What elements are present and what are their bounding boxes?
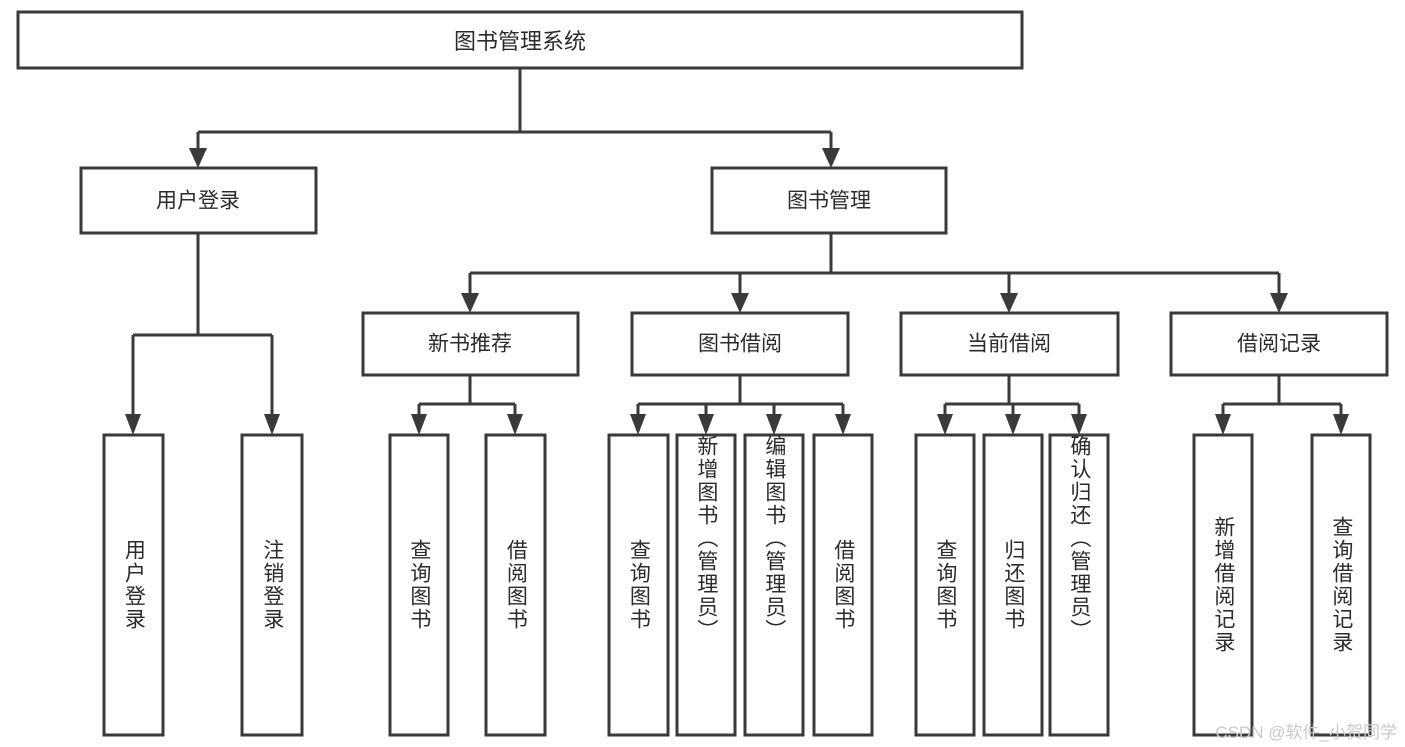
csdn-watermark: CSDN @软件_小贺同学 xyxy=(1215,723,1397,742)
node-leaf-user-login-1[interactable] xyxy=(240,433,304,737)
arrow-book-borrow-leaf4 xyxy=(835,414,851,435)
node-leaf-new-book-0[interactable] xyxy=(388,433,450,737)
node-leaf-current-borrow-1[interactable] xyxy=(982,433,1044,737)
edges-book-borrow-to-leaves xyxy=(630,375,851,435)
node-leaf-user-login-0[interactable] xyxy=(102,433,165,737)
edges-root-to-level2 xyxy=(189,68,840,168)
edges-user-login-to-leaves xyxy=(125,233,280,435)
arrow-root-to-user-login xyxy=(189,148,207,168)
label-book-manage: 图书管理 xyxy=(787,190,871,213)
arrow-user-login-leaf1 xyxy=(125,414,141,435)
arrow-borrow-record-leaf1 xyxy=(1215,414,1231,435)
arrow-current-borrow-leaf2 xyxy=(1005,414,1021,435)
node-leaf-current-borrow-0[interactable] xyxy=(914,433,976,737)
node-leaf-book-borrow-0[interactable] xyxy=(607,433,670,737)
arrow-to-book-borrow xyxy=(731,293,749,313)
node-leaf-new-book-1[interactable] xyxy=(484,433,547,737)
arrow-user-login-leaf2 xyxy=(264,414,280,435)
label-borrow-record: 借阅记录 xyxy=(1237,333,1321,356)
node-root[interactable] xyxy=(16,10,1024,70)
label-user-login: 用户登录 xyxy=(156,190,240,213)
node-book-borrow[interactable] xyxy=(630,311,850,377)
node-borrow-record[interactable] xyxy=(1169,311,1389,377)
node-book-manage[interactable] xyxy=(710,166,948,235)
arrow-current-borrow-leaf3 xyxy=(1071,414,1087,435)
arrow-to-current-borrow xyxy=(1000,293,1018,313)
node-current-borrow[interactable] xyxy=(899,311,1120,377)
arrow-root-to-book-manage xyxy=(822,148,840,168)
label-book-borrow: 图书借阅 xyxy=(698,333,782,356)
arrow-to-borrow-record xyxy=(1270,293,1288,313)
node-leaf-book-borrow-3[interactable] xyxy=(812,433,874,737)
arrow-to-new-book xyxy=(461,293,479,313)
arrow-book-borrow-leaf3 xyxy=(766,414,782,435)
arrow-book-borrow-leaf1 xyxy=(630,414,646,435)
edges-borrow-record-to-leaves xyxy=(1215,375,1349,435)
edges-book-manage-to-level3 xyxy=(461,233,1288,313)
node-leaf-current-borrow-2[interactable] xyxy=(1048,433,1110,737)
node-user-login[interactable] xyxy=(79,166,318,235)
arrow-new-book-leaf1 xyxy=(411,414,427,435)
arrow-current-borrow-leaf1 xyxy=(937,414,953,435)
node-leaf-borrow-record-1[interactable] xyxy=(1310,433,1372,737)
label-current-borrow: 当前借阅 xyxy=(967,333,1051,356)
arrow-borrow-record-leaf2 xyxy=(1333,414,1349,435)
label-root: 图书管理系统 xyxy=(454,29,586,54)
arrow-new-book-leaf2 xyxy=(507,414,523,435)
node-new-book-recommend[interactable] xyxy=(361,311,580,377)
edges-current-borrow-to-leaves xyxy=(937,375,1087,435)
node-leaf-book-borrow-2[interactable] xyxy=(743,433,805,737)
edges-new-book-to-leaves xyxy=(411,375,523,435)
node-leaf-borrow-record-0[interactable] xyxy=(1192,433,1254,737)
node-leaf-book-borrow-1[interactable] xyxy=(675,433,737,737)
arrow-book-borrow-leaf2 xyxy=(698,414,714,435)
label-new-book-recommend: 新书推荐 xyxy=(428,333,512,356)
